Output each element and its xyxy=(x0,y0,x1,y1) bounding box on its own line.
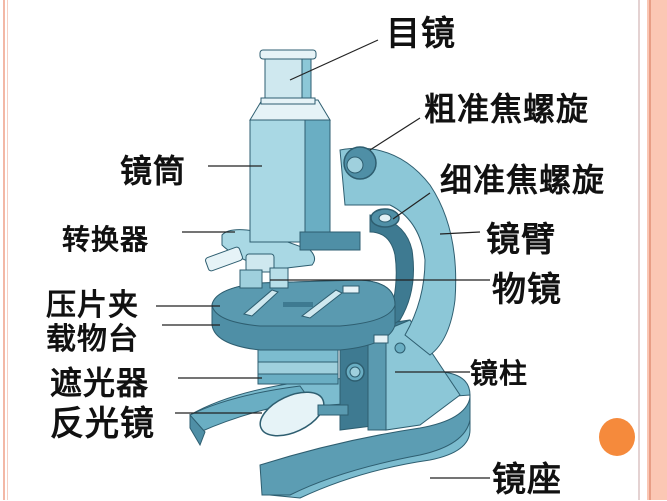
label-eyepiece: 目镜 xyxy=(386,14,456,54)
leader-lines xyxy=(156,39,490,479)
label-base: 镜座 xyxy=(492,460,562,500)
stage-shape xyxy=(211,279,396,351)
nosepiece-shape xyxy=(205,229,316,289)
mirror-shape xyxy=(259,391,349,437)
base-shape xyxy=(189,370,471,499)
eyepiece-shape xyxy=(259,49,317,105)
label-stage-clip: 压片夹 xyxy=(46,288,139,323)
label-mirror: 反光镜 xyxy=(50,404,155,444)
label-coarse-focus-knob: 粗准焦螺旋 xyxy=(424,90,590,128)
label-stage: 载物台 xyxy=(46,322,139,357)
label-tube: 镜筒 xyxy=(120,152,187,190)
label-objective: 物镜 xyxy=(492,270,562,310)
label-arm: 镜臂 xyxy=(486,220,556,260)
slide-border-left xyxy=(3,0,5,500)
label-diaphragm: 遮光器 xyxy=(50,364,150,402)
tube-shape xyxy=(249,99,361,251)
orange-bullet-dot xyxy=(599,418,635,456)
label-fine-focus-knob: 细准焦螺旋 xyxy=(440,161,606,199)
diaphragm-shape xyxy=(257,347,339,385)
slide-border-left-inner xyxy=(7,0,8,500)
arm-shape xyxy=(339,146,457,356)
label-pillar: 镜柱 xyxy=(470,357,529,390)
label-nosepiece: 转换器 xyxy=(62,223,150,256)
slide-border-right-band xyxy=(647,0,667,500)
slide-border-right-line xyxy=(638,0,640,500)
slide-border-right-edge xyxy=(649,0,651,500)
